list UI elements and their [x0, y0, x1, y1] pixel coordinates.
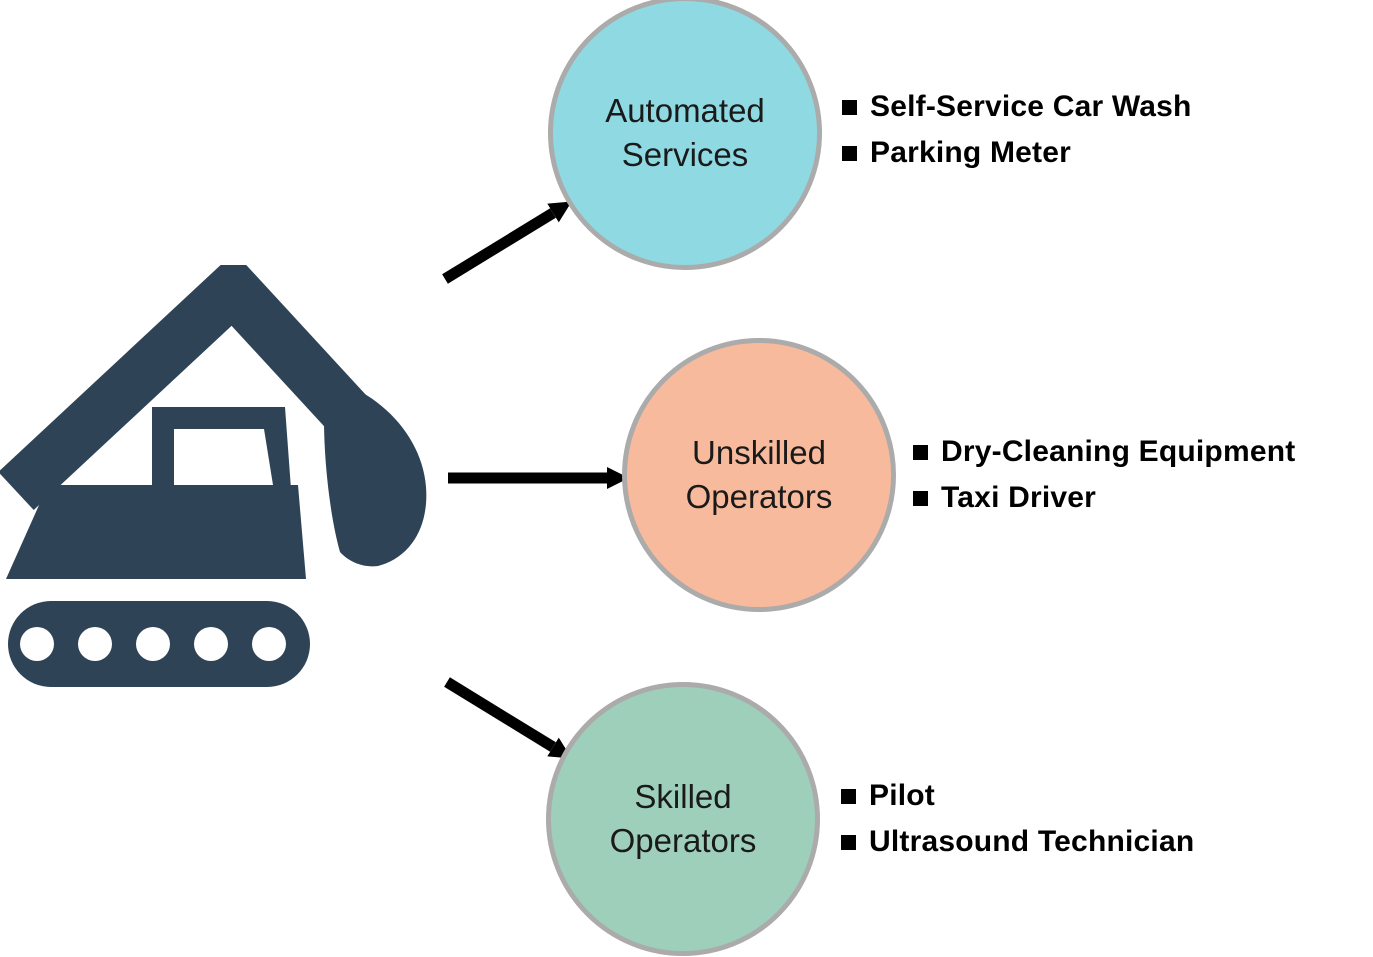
excavator-boom: [0, 265, 382, 511]
list-item: Pilot: [841, 773, 1194, 819]
examples-list-skilled-operators: Pilot Ultrasound Technician: [841, 773, 1194, 865]
excavator-bucket: [323, 377, 427, 567]
example-label: Self-Service Car Wash: [870, 90, 1192, 123]
bullet-square-icon: [841, 834, 856, 850]
node-unskilled-operators: Unskilled Operators: [622, 338, 896, 612]
excavator-window: [174, 429, 273, 485]
excavator-wheels: [20, 627, 286, 661]
example-label: Ultrasound Technician: [869, 825, 1195, 858]
node-skilled-operators: Skilled Operators: [546, 682, 820, 956]
excavator-body: [6, 485, 306, 579]
excavator-icon: [0, 265, 427, 687]
node-label-skilled-operators: Skilled Operators: [609, 778, 757, 859]
list-item: Self-Service Car Wash: [842, 84, 1192, 130]
bullet-square-icon: [913, 444, 928, 460]
example-label: Pilot: [869, 779, 935, 812]
list-item: Taxi Driver: [913, 475, 1295, 521]
bullet-square-icon: [913, 490, 928, 506]
bullet-square-icon: [841, 788, 856, 804]
connector-to-skilled-operators: [444, 677, 572, 759]
node-label-automated-services: Automated Services: [605, 92, 765, 173]
list-item: Ultrasound Technician: [841, 819, 1194, 865]
bullet-square-icon: [842, 145, 857, 161]
bullet-square-icon: [842, 99, 857, 115]
node-label-unskilled-operators: Unskilled Operators: [685, 434, 833, 515]
connector-to-automated-services: [442, 201, 572, 284]
examples-list-unskilled-operators: Dry-Cleaning Equipment Taxi Driver: [913, 429, 1295, 521]
node-automated-services: Automated Services: [548, 0, 822, 270]
list-item: Parking Meter: [842, 130, 1192, 176]
example-label: Dry-Cleaning Equipment: [941, 435, 1296, 468]
list-item: Dry-Cleaning Equipment: [913, 429, 1295, 475]
examples-list-automated-services: Self-Service Car Wash Parking Meter: [842, 84, 1192, 176]
example-label: Parking Meter: [870, 136, 1071, 169]
example-label: Taxi Driver: [941, 481, 1097, 514]
